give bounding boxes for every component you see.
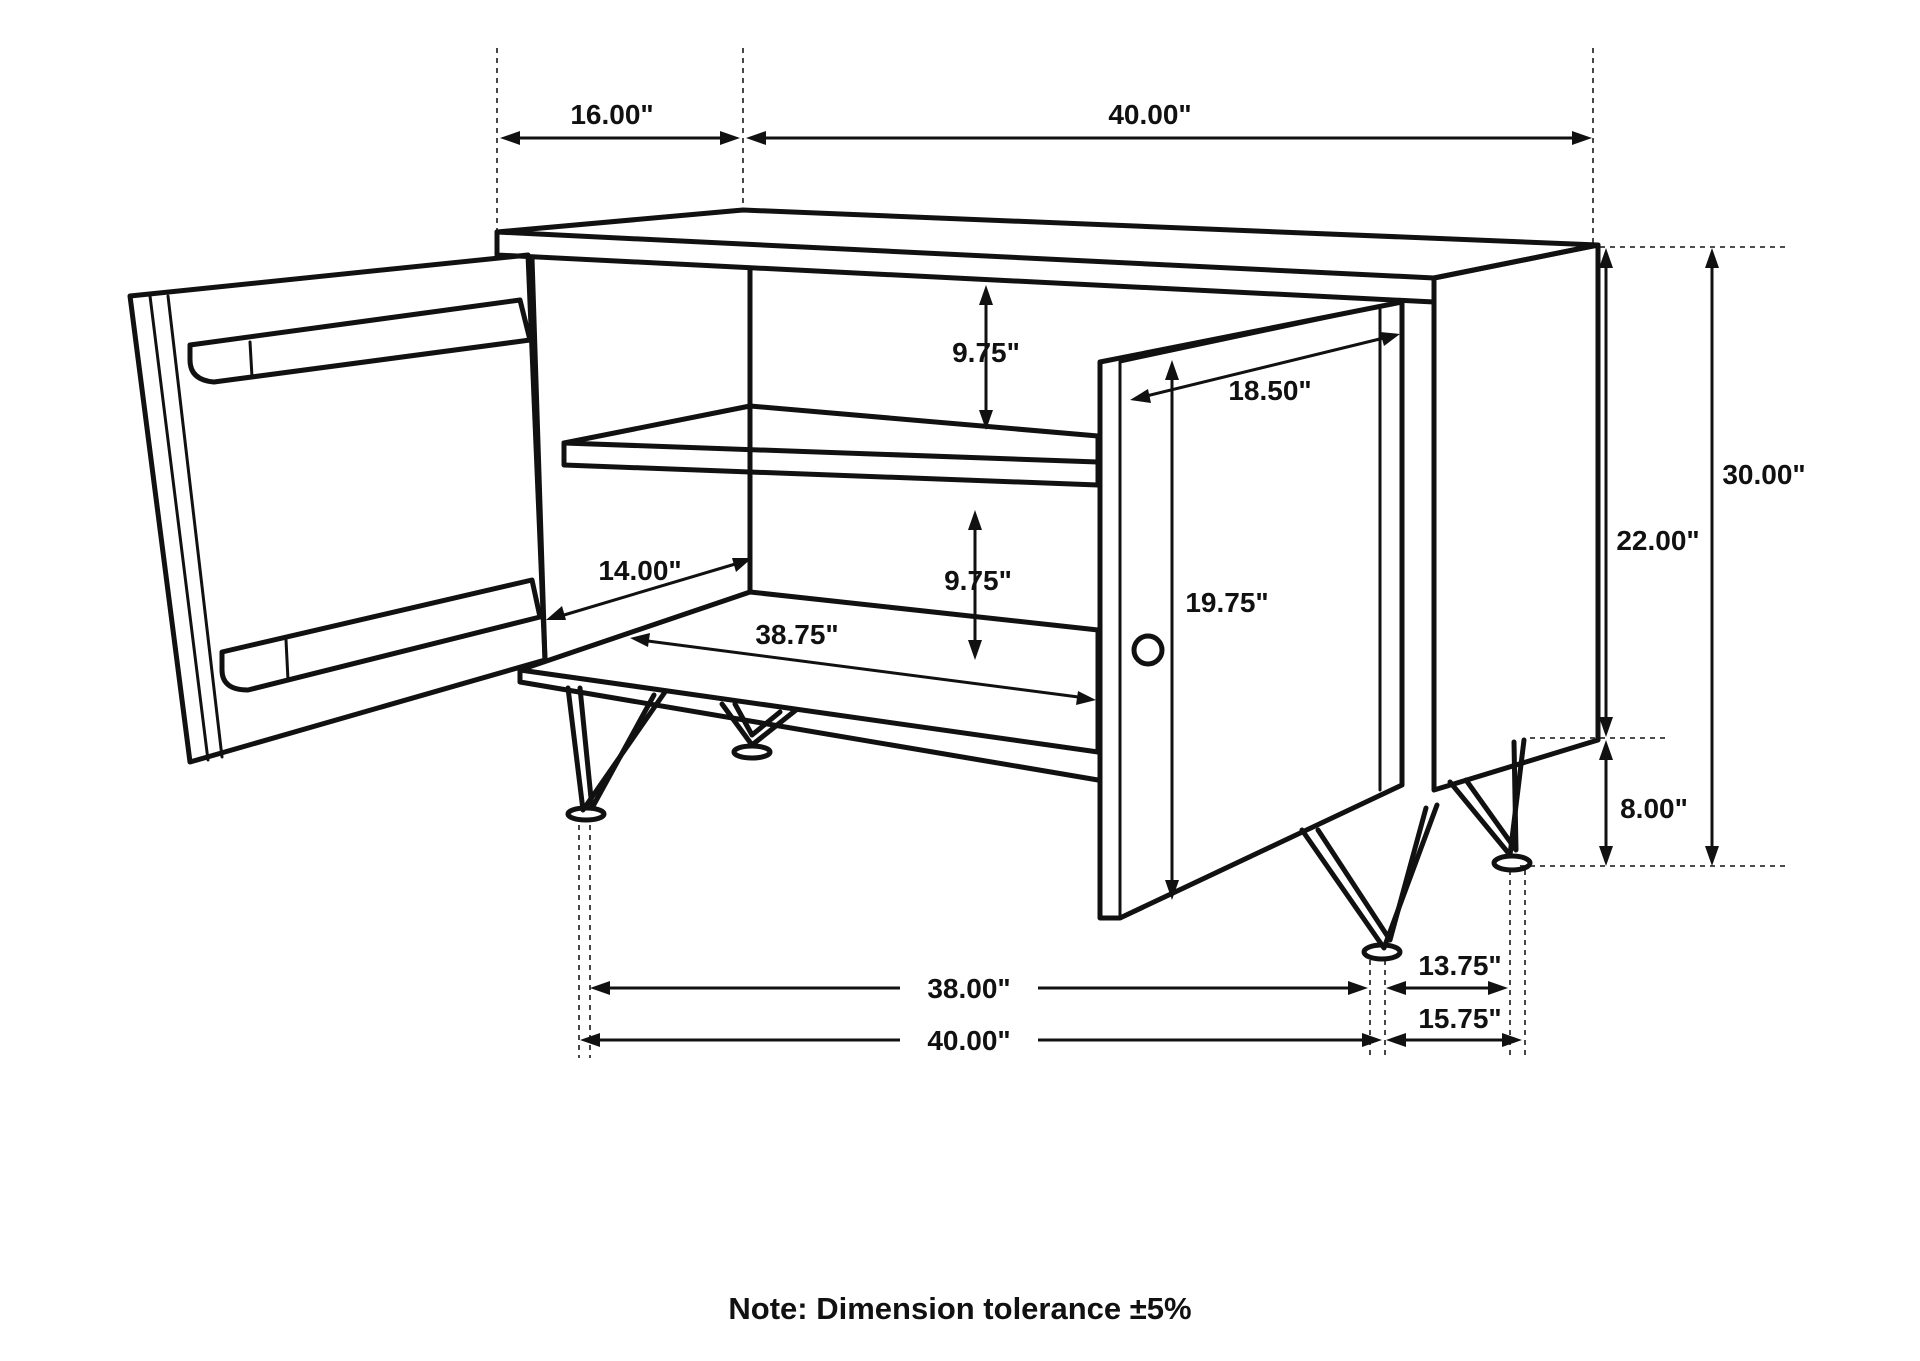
dim-shelf-upper: 9.75" (952, 337, 1020, 368)
door-knob (1131, 633, 1165, 667)
right-door (1097, 299, 1405, 921)
dim-cabinet-height: 22.00" (1616, 525, 1699, 556)
dimension-arrows (500, 131, 1719, 1047)
dim-leg-depth-outer: 15.75" (1418, 1003, 1501, 1034)
dim-interior-width: 38.75" (755, 619, 838, 650)
dim-leg-span-inner: 38.00" (927, 973, 1010, 1004)
left-door (127, 252, 548, 765)
dim-door-height: 19.75" (1185, 587, 1268, 618)
dim-leg-span-outer: 40.00" (927, 1025, 1010, 1056)
dim-width-top: 40.00" (1108, 99, 1191, 130)
dim-leg-depth-inner: 13.75" (1418, 950, 1501, 981)
dim-door-depth-top: 16.00" (570, 99, 653, 130)
legs (565, 685, 1533, 962)
cabinet-body (494, 207, 1601, 793)
dimension-labels: 16.00" 40.00" 9.75" 18.50" 30.00" 22.00"… (570, 99, 1806, 1060)
dim-total-height: 30.00" (1722, 459, 1805, 490)
dim-interior-depth: 14.00" (598, 555, 681, 586)
dim-door-width: 18.50" (1228, 375, 1311, 406)
dim-shelf-lower: 9.75" (944, 565, 1012, 596)
dim-leg-height: 8.00" (1620, 793, 1688, 824)
tolerance-note: Note: Dimension tolerance ±5% (728, 1291, 1192, 1326)
